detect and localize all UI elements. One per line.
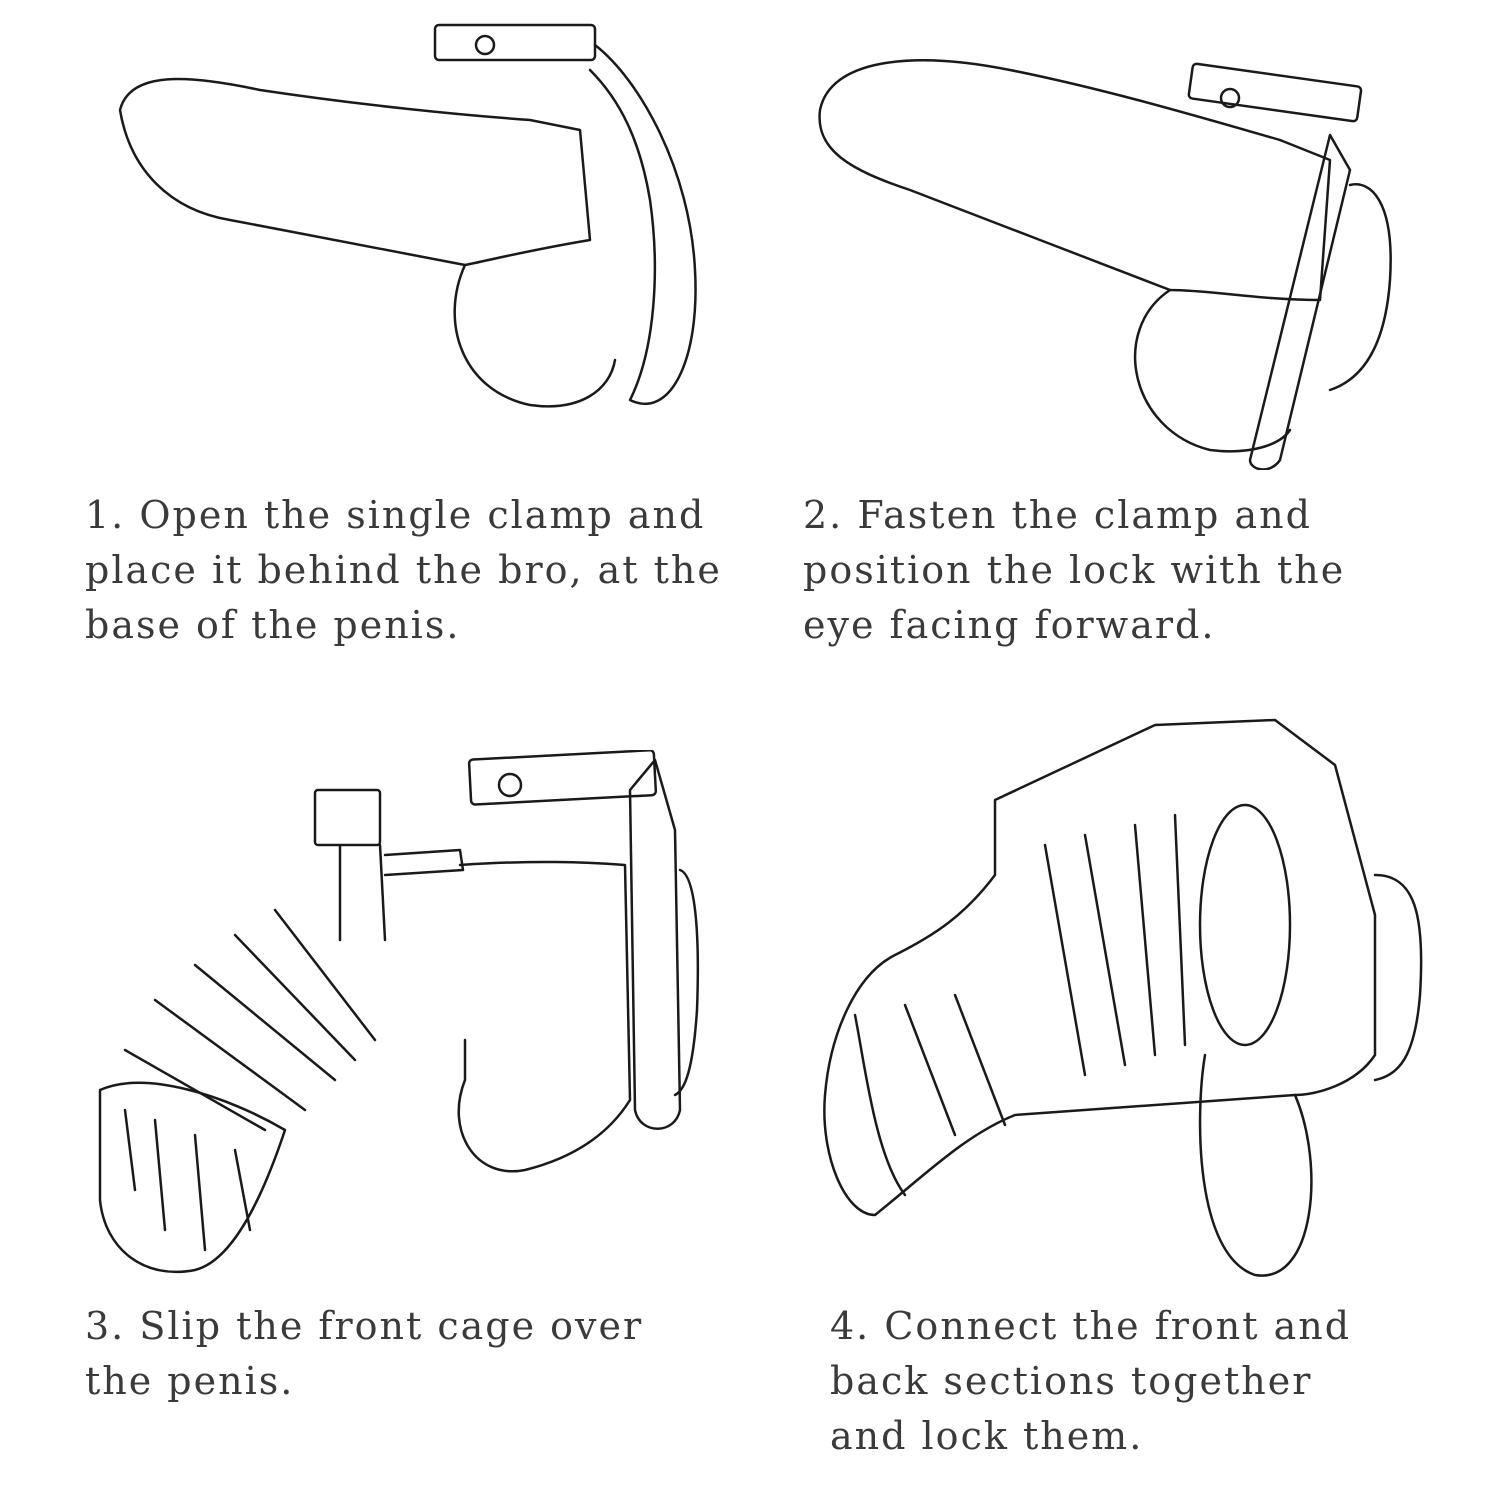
step-4-line-2: back sections together (830, 1359, 1313, 1403)
step-3-line-2: the penis. (85, 1359, 295, 1403)
step-2-line-1: 2. Fasten the clamp and (803, 493, 1312, 537)
step-2-caption: 2. Fasten the clamp and position the loc… (803, 488, 1345, 653)
step-4-line-1: 4. Connect the front and (830, 1304, 1352, 1348)
step-2-illustration (810, 50, 1410, 471)
step-1-line-2: place it behind the bro, at the (85, 548, 722, 592)
step-3-line-1: 3. Slip the front cage over (85, 1304, 644, 1348)
step-2-line-2: position the lock with the (803, 548, 1346, 592)
step-3-illustration (85, 749, 705, 1290)
step-3-caption: 3. Slip the front cage over the penis. (85, 1299, 643, 1409)
step-4-line-3: and lock them. (830, 1414, 1144, 1458)
step-4-illustration (815, 715, 1435, 1285)
step-1-caption: 1. Open the single clamp and place it be… (85, 488, 722, 653)
step-4-caption: 4. Connect the front and back sections t… (830, 1299, 1351, 1464)
step-1-line-1: 1. Open the single clamp and (85, 493, 706, 537)
step-2-line-3: eye facing forward. (803, 603, 1216, 647)
step-1-illustration (110, 20, 710, 420)
step-1-line-3: base of the penis. (85, 603, 461, 647)
